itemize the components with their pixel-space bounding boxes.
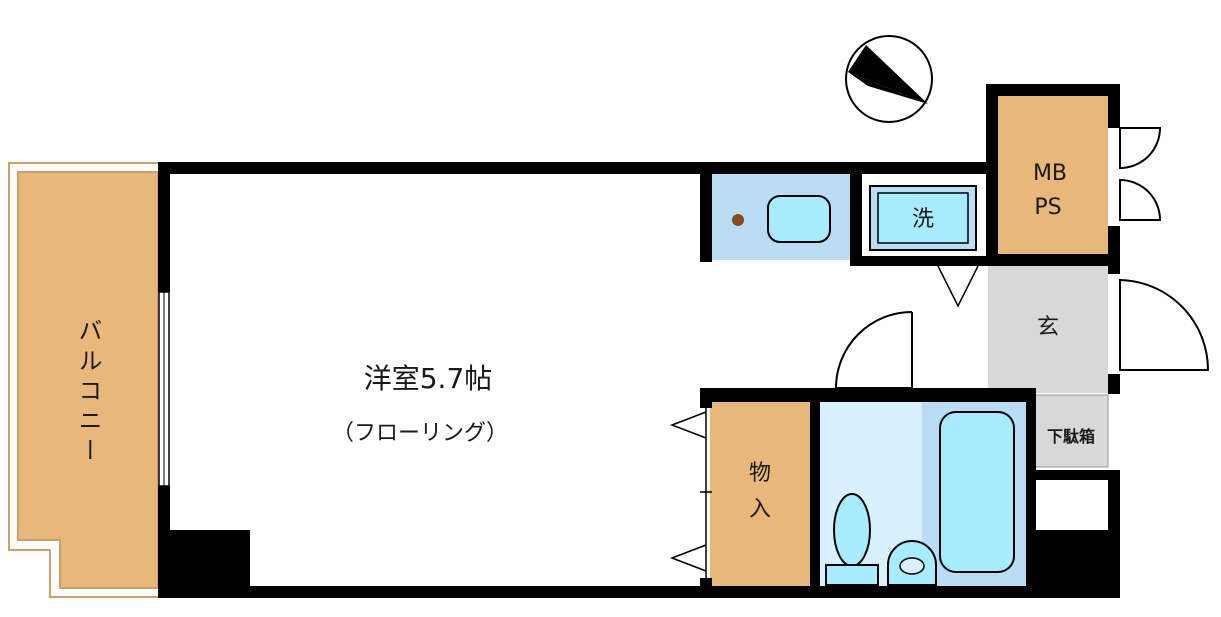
washbasin: [887, 540, 937, 586]
closet-label-line1: 物: [749, 461, 771, 486]
stove-burner: [732, 214, 744, 226]
balcony: [8, 162, 161, 598]
balcony-window: [158, 291, 170, 487]
bathtub: [939, 411, 1015, 573]
mbps-doors: [1119, 127, 1162, 221]
balcony-label: バルコニー: [74, 318, 102, 468]
kitchen-sink: [767, 195, 831, 243]
washer-door: [937, 265, 979, 308]
walls: [158, 84, 1120, 598]
mbps-label-line2: PS: [1034, 195, 1061, 220]
closet-room: [710, 402, 810, 588]
shoe-box-label: 下駄箱: [1047, 427, 1095, 446]
north-arrow-icon: [848, 45, 928, 104]
western-room-label: 洋室5.7帖: [364, 362, 493, 395]
western-room: [168, 172, 708, 590]
entrance-label: 玄: [1037, 315, 1059, 340]
mbps-label-line1: MB: [1033, 161, 1067, 186]
washer-label: 洗: [912, 207, 934, 232]
closet-label-line2: 入: [749, 497, 771, 522]
closet-doors: [669, 405, 712, 578]
compass: [845, 35, 933, 123]
entrance-floor: [988, 263, 1108, 393]
mbps-room: [996, 95, 1108, 255]
entrance-door: [1119, 278, 1210, 371]
toilet: [825, 493, 879, 586]
room-door: [835, 311, 913, 389]
washer-pan-inner: [877, 192, 969, 244]
shoe-box: [1033, 394, 1109, 468]
western-room-sublabel: （フローリング）: [332, 421, 508, 446]
